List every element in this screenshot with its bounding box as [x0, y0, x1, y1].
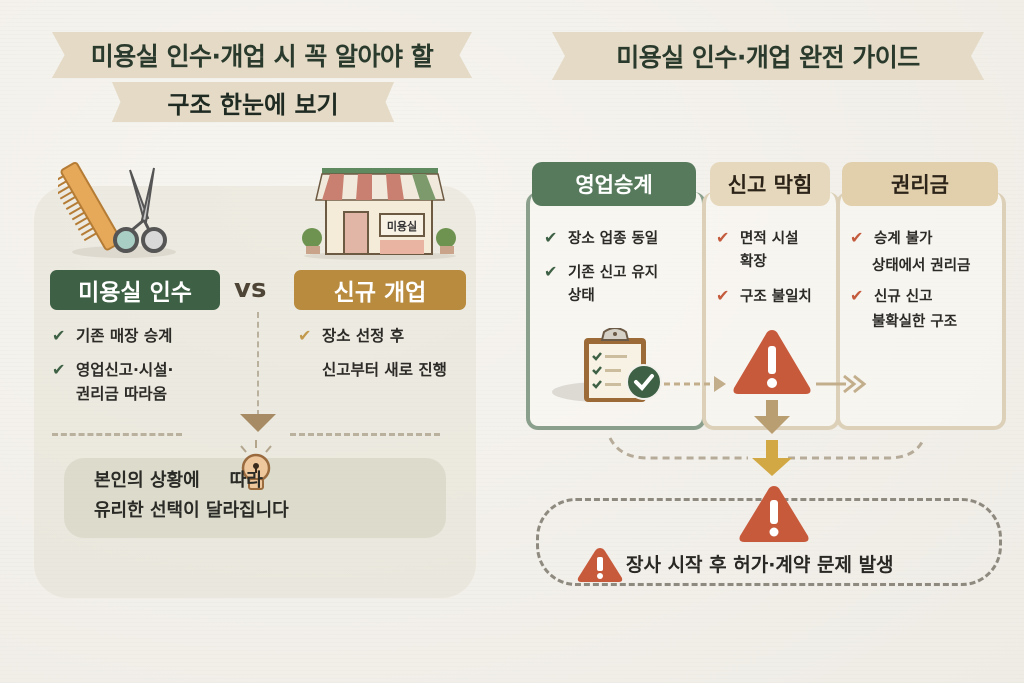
center-divider [257, 312, 259, 416]
check-icon: ✔ [298, 326, 312, 345]
warning-icon [739, 486, 809, 542]
warning-small-icon [577, 548, 623, 582]
lightbulb-icon [240, 440, 272, 490]
card-title-premium: 권리금 [842, 162, 998, 206]
option-new-opening-label: 신규 개업 [294, 270, 466, 310]
card3-item: ✔신규 신고 [850, 284, 932, 309]
check-icon: ✔ [716, 286, 730, 305]
takeover-item: ✔ 영업신고·시설· [52, 358, 173, 382]
card3-item: ✔승계 불가 [850, 226, 932, 251]
card-title-business-succession: 영업승계 [532, 162, 696, 206]
check-icon: ✔ [850, 228, 864, 247]
check-icon: ✔ [52, 360, 66, 379]
check-icon: ✔ [716, 228, 730, 247]
clipboard-check-icon [552, 328, 662, 402]
down-arrow-icon [752, 440, 792, 476]
left-title-line1: 미용실 인수·개업 시 꼭 알아야 할 [52, 32, 472, 78]
card2-item-cont: 확장 [740, 254, 767, 270]
divider-right [290, 433, 440, 436]
dashed-arrow-icon [664, 376, 726, 392]
card3-item-cont: 불확실한 구조 [872, 314, 958, 330]
warning-icon [733, 330, 811, 394]
storefront-icon: 미용실 [302, 168, 456, 260]
option-takeover-label: 미용실 인수 [50, 270, 220, 310]
card-premium [836, 192, 1006, 430]
card1-item: ✔장소 업종 동일 [544, 226, 658, 251]
card-title-report-blocked: 신고 막힘 [710, 162, 830, 206]
double-arrow-icon [816, 374, 867, 394]
right-title: 미용실 인수·개업 완전 가이드 [552, 32, 984, 80]
new-opening-item: ✔ 장소 선정 후 [298, 324, 404, 348]
down-arrow-icon [240, 414, 276, 432]
card1-item-cont: 상태 [568, 288, 595, 304]
divider-left [52, 433, 182, 436]
down-arrow-icon [754, 400, 790, 434]
comb-scissors-icon [58, 161, 176, 258]
card3-item-cont: 상태에서 권리금 [872, 258, 971, 274]
takeover-item: ✔ 기존 매장 승계 [52, 324, 172, 348]
takeover-item-cont: 권리금 따라옴 [76, 385, 167, 403]
storefront-sign: 미용실 [387, 219, 417, 233]
merge-dashed-line [608, 437, 926, 460]
card2-item: ✔면적 시설 [716, 226, 798, 251]
check-icon: ✔ [544, 262, 558, 281]
vs-label: vs [234, 274, 267, 304]
card1-item: ✔기존 신고 유지 [544, 260, 658, 285]
check-icon: ✔ [544, 228, 558, 247]
check-icon: ✔ [52, 326, 66, 345]
left-title-line2: 구조 한눈에 보기 [112, 82, 394, 122]
new-opening-item-cont: 신고부터 새로 진행 [322, 361, 447, 379]
check-icon: ✔ [850, 286, 864, 305]
result-text: 장사 시작 후 허가·계약 문제 발생 [626, 554, 894, 576]
card2-item: ✔구조 불일치 [716, 284, 812, 309]
